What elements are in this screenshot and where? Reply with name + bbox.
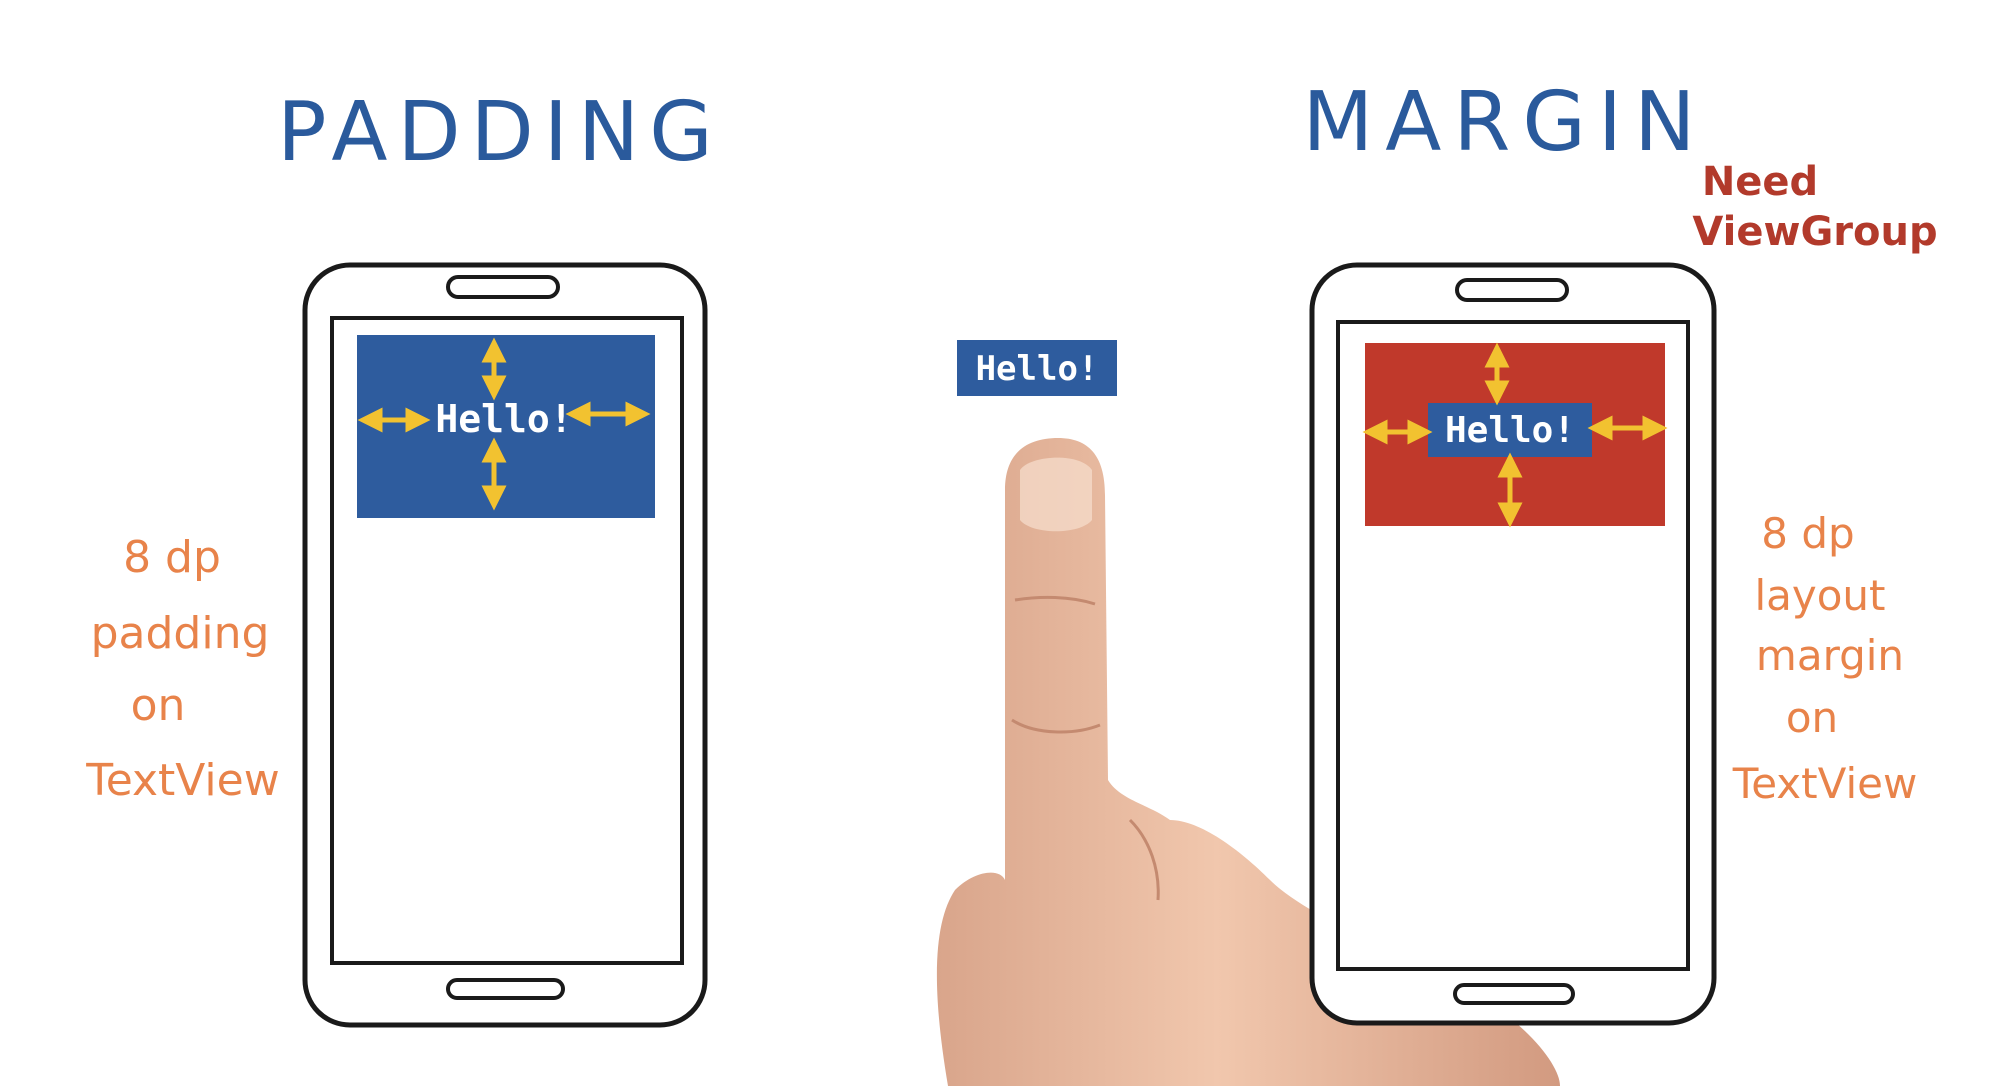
margin-title: MARGIN bbox=[1303, 75, 1708, 170]
padding-note-line: on bbox=[131, 680, 186, 731]
knuckle-crease bbox=[1011, 718, 1101, 734]
margin-note-line: TextView bbox=[1732, 759, 1918, 808]
knuckle-crease bbox=[1014, 595, 1096, 606]
margin-callout-line: ViewGroup bbox=[1692, 209, 1937, 255]
pointing-hand bbox=[936, 438, 1560, 1086]
margin-hello-text: Hello! bbox=[1445, 410, 1575, 451]
padding-note: 8 dp padding on TextView bbox=[85, 532, 279, 806]
margin-phone-home-button bbox=[1453, 983, 1575, 1005]
margin-phone: Hello! bbox=[1309, 262, 1717, 1026]
margin-callout: Need ViewGroup bbox=[1692, 159, 1937, 255]
padding-title: PADDING bbox=[277, 85, 723, 180]
padding-hello-text: Hello! bbox=[435, 397, 572, 441]
center-hello-box bbox=[957, 340, 1117, 396]
margin-note: 8 dp layout margin on TextView bbox=[1732, 509, 1918, 808]
margin-callout-line: Need bbox=[1702, 159, 1818, 205]
padding-phone-speaker bbox=[446, 275, 560, 299]
center-hello-text: Hello! bbox=[976, 349, 1099, 389]
hand-skin bbox=[936, 438, 1560, 1086]
margin-note-line: layout bbox=[1754, 571, 1885, 620]
padding-phone: Hello! bbox=[302, 262, 708, 1028]
center-hello-label: Hello! bbox=[957, 340, 1117, 396]
margin-note-line: 8 dp bbox=[1761, 509, 1854, 558]
fingernail bbox=[1020, 457, 1092, 532]
margin-textview-box bbox=[1428, 403, 1592, 457]
padding-phone-home-button bbox=[446, 978, 565, 1000]
margin-phone-speaker bbox=[1455, 278, 1569, 302]
margin-note-line: margin bbox=[1756, 631, 1904, 680]
padding-note-line: padding bbox=[91, 608, 270, 659]
margin-note-line: on bbox=[1786, 693, 1838, 742]
knuckle-crease bbox=[1128, 818, 1160, 901]
padding-note-line: 8 dp bbox=[123, 532, 221, 583]
padding-note-line: TextView bbox=[85, 755, 279, 806]
